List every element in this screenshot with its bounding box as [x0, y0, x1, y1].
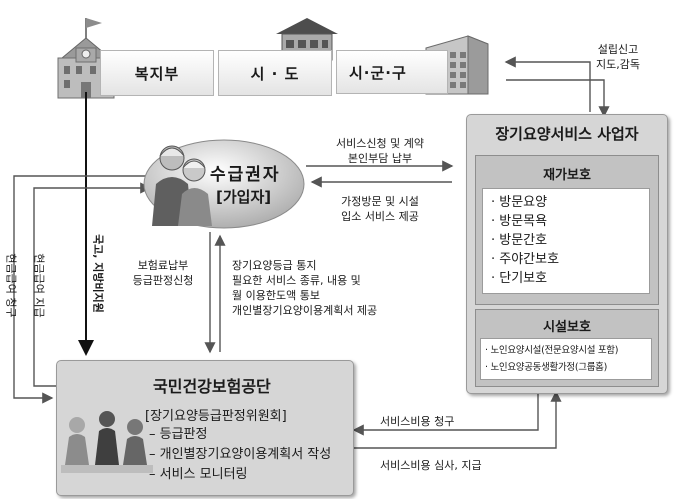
- notification-label: 장기요양등급 통지 필요한 서비스 종류, 내용 및 월 이용한도액 통보 개인…: [232, 258, 377, 318]
- welfare-ministry-label: 복지부: [134, 64, 180, 83]
- province-box: 시 · 도: [218, 50, 332, 96]
- home-care-title: 재가보호: [543, 168, 591, 183]
- nhis-title: 국민건강보험공단: [153, 377, 271, 396]
- nhis-function-list: – 등급판정 – 개인별장기요양이용계획서 작성 – 서비스 모니터링: [149, 425, 331, 485]
- service-provide-label: 가정방문 및 시설 입소 서비스 제공: [320, 194, 440, 224]
- nhis-committee: [장기요양등급판정위원회]: [145, 409, 287, 424]
- establish-report-line-1: 설립신고: [597, 43, 639, 56]
- notification-line-2: 필요한 서비스 종류, 내용 및: [232, 274, 361, 287]
- service-request-line-1: 서비스신청 및 계약: [336, 137, 424, 150]
- home-care-item: · 방문간호: [491, 233, 548, 248]
- nhis-panel: 국민건강보험공단 [장기요양등급판정위원회] – 등급판정 – 개인별장기요양이…: [56, 360, 354, 496]
- report-arrow-to-city: [504, 56, 591, 112]
- notification-line-3: 월 이용한도액 통보: [232, 289, 320, 302]
- facility-care-item: · 노인요양시설(전문요양시설 포함): [485, 345, 619, 356]
- home-care-list: · 방문요양 · 방문목욕 · 방문간호 · 주야간보호 · 단기보호: [482, 188, 650, 294]
- service-review-line: [354, 390, 562, 449]
- premium-payment-line-1: 보험료납부: [137, 259, 189, 272]
- cash-request-label: 현금급여 청구: [4, 253, 18, 318]
- city-county-box: 시·군·구: [336, 50, 448, 94]
- establish-report-line-2: 지도,감독: [596, 58, 640, 71]
- home-care-item: · 방문요양: [491, 195, 548, 210]
- welfare-ministry-box: 복지부: [100, 50, 214, 96]
- beneficiary-title: 수급권자: [210, 165, 281, 185]
- premium-payment-line-2: 등급판정신청: [132, 274, 194, 287]
- nhis-function-item: – 등급판정: [149, 427, 208, 442]
- facility-care-list: · 노인요양시설(전문요양시설 포함) · 노인요양공동생활가정(그룹홈): [480, 338, 652, 380]
- establish-report-label: 설립신고 지도,감독: [596, 42, 640, 72]
- service-claim-line: [352, 390, 539, 436]
- provider-title: 장기요양서비스 사업자: [495, 125, 639, 143]
- premium-payment-label: 보험료납부 등급판정신청: [122, 258, 204, 288]
- cash-request-line: [13, 175, 152, 404]
- city-county-label: 시·군·구: [349, 63, 407, 82]
- state-support-label: 국고, 지방비지원: [91, 234, 105, 313]
- facility-care-title: 시설보호: [543, 320, 591, 335]
- home-care-item: · 단기보호: [491, 271, 548, 286]
- service-claim-label: 서비스비용 청구: [380, 415, 455, 428]
- nhis-function-item: – 서비스 모니터링: [149, 467, 248, 482]
- notification-line-4: 개인별장기요양이용계획서 제공: [232, 304, 378, 317]
- notification-line-1: 장기요양등급 통지: [232, 259, 317, 272]
- supervision-arrow-to-provider: [506, 79, 610, 118]
- home-care-item: · 방문목욕: [491, 214, 548, 229]
- home-care-panel: 재가보호 · 방문요양 · 방문목욕 · 방문간호 · 주야간보호 · 단기보호: [475, 155, 659, 305]
- home-care-item: · 주야간보호: [491, 252, 560, 267]
- cash-benefit-label: 현금급여 지급: [32, 253, 46, 318]
- beneficiary-subtitle: [가입자]: [216, 188, 272, 206]
- facility-care-panel: 시설보호 · 노인요양시설(전문요양시설 포함) · 노인요양공동생활가정(그룹…: [475, 309, 659, 387]
- province-label: 시 · 도: [250, 64, 300, 83]
- service-provide-line-1: 가정방문 및 시설: [341, 195, 419, 208]
- facility-care-item: · 노인요양공동생활가정(그룹홈): [485, 362, 607, 373]
- service-review-label: 서비스비용 심사, 지급: [380, 459, 482, 472]
- nhis-function-item: – 개인별장기요양이용계획서 작성: [149, 447, 332, 462]
- cash-benefit-line: [33, 182, 152, 387]
- elderly-couple-icon: [152, 145, 212, 226]
- meeting-people-icon: [61, 411, 153, 473]
- service-request-label: 서비스신청 및 계약 본인부담 납부: [320, 136, 440, 166]
- service-request-line-2: 본인부담 납부: [347, 152, 413, 165]
- provider-panel: 장기요양서비스 사업자 재가보호 · 방문요양 · 방문목욕 · 방문간호 · …: [466, 114, 668, 394]
- service-provide-line-2: 입소 서비스 제공: [341, 210, 419, 223]
